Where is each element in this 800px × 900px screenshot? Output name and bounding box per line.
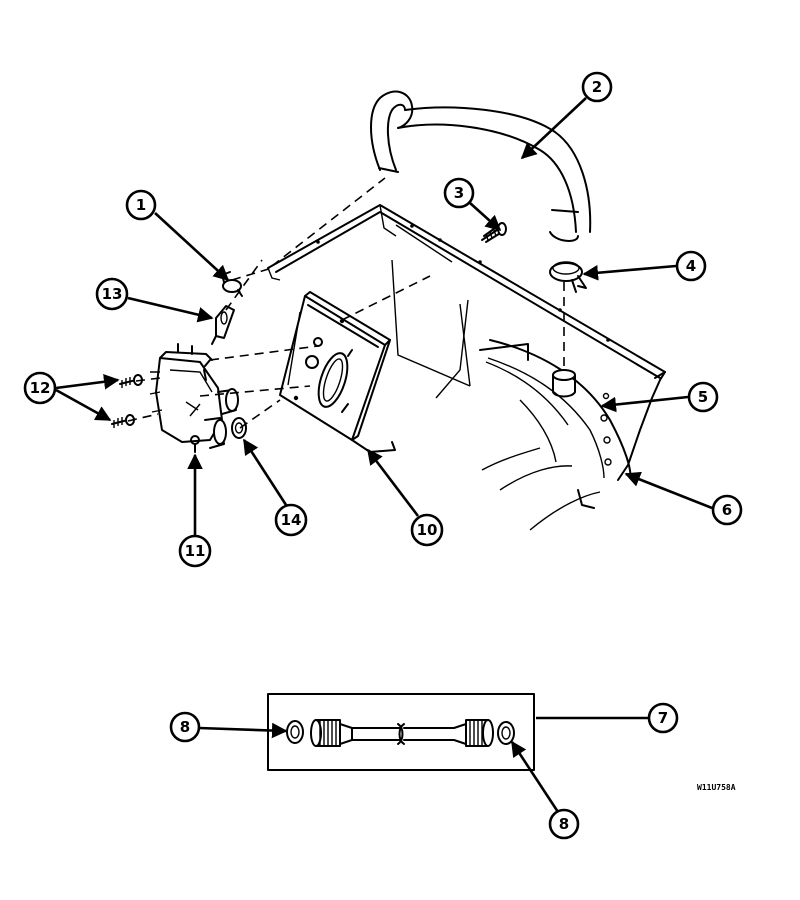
callout-2: 2 [581, 71, 613, 103]
callout-14-label: 14 [281, 511, 302, 529]
tub-ring [479, 339, 632, 531]
callout-13: 13 [95, 277, 129, 311]
leader-lines [55, 97, 713, 813]
connector-13 [211, 305, 235, 345]
screw-12-upper [119, 374, 143, 388]
callout-6-label: 6 [722, 501, 732, 519]
callout-7-label: 7 [658, 709, 668, 727]
callout-11-label: 11 [185, 542, 206, 560]
callout-12: 12 [23, 371, 57, 405]
callout-5: 5 [687, 381, 719, 413]
tub-inlet-nozzle [552, 369, 576, 398]
callout-4: 4 [675, 250, 707, 282]
callout-11: 11 [178, 534, 212, 568]
callout-10: 10 [410, 513, 444, 547]
callout-1-label: 1 [136, 196, 146, 214]
callout-8-right-label: 8 [559, 815, 569, 833]
hose-clamp [549, 261, 587, 293]
callout-14: 14 [274, 503, 308, 537]
valve-bracket [279, 291, 396, 453]
callout-1: 1 [125, 189, 157, 221]
callout-3-label: 3 [454, 184, 464, 202]
assembly-lines [127, 177, 565, 429]
tub-cover-panel [267, 204, 666, 481]
callout-8-right: 8 [548, 808, 580, 840]
callout-13-label: 13 [102, 285, 123, 303]
callout-8-left: 8 [169, 711, 201, 743]
callout-4-label: 4 [686, 257, 696, 275]
callout-2-label: 2 [592, 78, 602, 96]
callout-3: 3 [443, 177, 475, 209]
washer-14 [231, 417, 247, 439]
screw-12-lower [111, 414, 135, 428]
callout-10-label: 10 [417, 521, 438, 539]
callout-5-label: 5 [698, 388, 708, 406]
inlet-hose-assembly [267, 693, 535, 771]
water-inlet-valve [149, 343, 239, 453]
callout-7: 7 [647, 702, 679, 734]
callout-12-label: 12 [30, 379, 51, 397]
drawing-code: W11U758A [697, 783, 736, 792]
callout-6: 6 [711, 494, 743, 526]
callout-8-left-label: 8 [180, 718, 190, 736]
